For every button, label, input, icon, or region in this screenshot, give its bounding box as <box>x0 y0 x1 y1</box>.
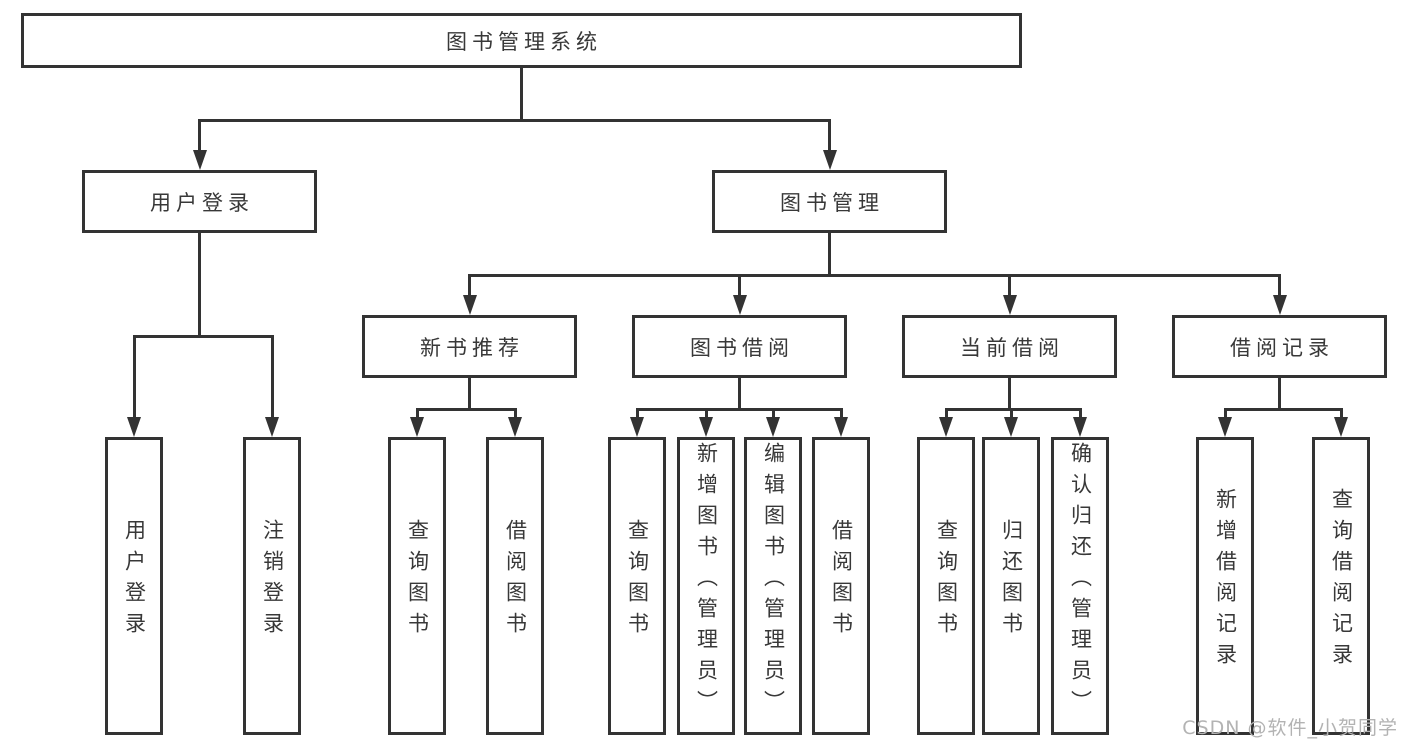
connector-stem-book-borrow <box>738 378 741 411</box>
node-book-mgmt: 图书管理 <box>712 170 947 233</box>
connector-drop-leaf-confirm-return <box>1078 408 1082 421</box>
connector-bus-new-book-rec <box>415 408 517 411</box>
node-label-leaf-add-book: 新增图书（管理员） <box>694 441 719 721</box>
node-label-root: 图书管理系统 <box>446 29 602 54</box>
connector-bus-book-mgmt <box>468 274 1281 277</box>
node-book-borrow: 图书借阅 <box>632 315 847 378</box>
connector-drop-leaf-add-borrow-record <box>1223 408 1227 421</box>
node-leaf-confirm-return: 确认归还（管理员） <box>1051 437 1109 735</box>
arrowhead-down-leaf-user-login <box>127 417 141 437</box>
arrowhead-down-leaf-query-book-3 <box>939 417 953 437</box>
node-borrow-records: 借阅记录 <box>1172 315 1387 378</box>
connector-drop-book-borrow <box>738 274 741 299</box>
node-leaf-borrow-book-1: 借阅图书 <box>486 437 544 735</box>
connector-drop-book-mgmt <box>828 119 831 154</box>
connector-stem-root <box>520 68 523 122</box>
connector-drop-leaf-borrow-book-1 <box>513 408 517 421</box>
connector-stem-new-book-rec <box>468 378 471 411</box>
node-root: 图书管理系统 <box>21 13 1022 68</box>
connector-bus-user-login <box>132 335 274 338</box>
node-label-leaf-query-book-2: 查询图书 <box>625 519 650 643</box>
node-label-user-login: 用户登录 <box>150 190 254 215</box>
connector-bus-root <box>198 119 831 122</box>
node-leaf-logout: 注销登录 <box>243 437 301 735</box>
connector-bus-book-borrow <box>635 408 843 411</box>
node-label-leaf-confirm-return: 确认归还（管理员） <box>1068 441 1093 721</box>
connector-drop-leaf-borrow-book-2 <box>839 408 843 421</box>
node-label-leaf-query-book-3: 查询图书 <box>934 519 959 643</box>
arrowhead-down-new-book-rec <box>462 295 477 315</box>
node-current-borrow: 当前借阅 <box>902 315 1117 378</box>
node-leaf-query-borrow-record: 查询借阅记录 <box>1312 437 1370 735</box>
node-label-leaf-query-borrow-record: 查询借阅记录 <box>1329 488 1354 674</box>
arrowhead-down-leaf-confirm-return <box>1073 417 1087 437</box>
connector-drop-current-borrow <box>1008 274 1011 299</box>
connector-drop-leaf-logout <box>270 335 274 421</box>
arrowhead-down-leaf-query-borrow-record <box>1334 417 1348 437</box>
connector-stem-book-mgmt <box>828 233 831 277</box>
node-label-new-book-rec: 新书推荐 <box>420 335 524 360</box>
arrowhead-down-leaf-add-book <box>699 417 713 437</box>
connector-bus-current-borrow <box>944 408 1082 411</box>
connector-drop-leaf-query-book-1 <box>415 408 419 421</box>
arrowhead-down-leaf-logout <box>265 417 279 437</box>
node-leaf-query-book-2: 查询图书 <box>608 437 666 735</box>
arrowhead-down-borrow-records <box>1272 295 1287 315</box>
node-label-leaf-query-book-1: 查询图书 <box>405 519 430 643</box>
node-label-current-borrow: 当前借阅 <box>960 335 1064 360</box>
node-leaf-return-book: 归还图书 <box>982 437 1040 735</box>
watermark: CSDN @软件_小贺同学 <box>1182 717 1398 739</box>
arrowhead-down-leaf-borrow-book-1 <box>508 417 522 437</box>
node-user-login: 用户登录 <box>82 170 317 233</box>
node-label-leaf-return-book: 归还图书 <box>999 519 1024 643</box>
arrowhead-down-leaf-query-book-1 <box>410 417 424 437</box>
connector-stem-borrow-records <box>1278 378 1281 411</box>
arrowhead-down-current-borrow <box>1002 295 1017 315</box>
node-leaf-borrow-book-2: 借阅图书 <box>812 437 870 735</box>
arrowhead-down-leaf-query-book-2 <box>630 417 644 437</box>
node-label-leaf-borrow-book-2: 借阅图书 <box>829 519 854 643</box>
connector-drop-leaf-user-login <box>132 335 136 421</box>
connector-drop-user-login <box>198 119 201 154</box>
arrowhead-down-user-login <box>192 150 207 170</box>
node-leaf-query-book-1: 查询图书 <box>388 437 446 735</box>
node-label-book-mgmt: 图书管理 <box>780 190 884 215</box>
arrowhead-down-leaf-edit-book <box>766 417 780 437</box>
node-label-leaf-user-login: 用户登录 <box>122 519 147 643</box>
node-leaf-add-book: 新增图书（管理员） <box>677 437 735 735</box>
node-label-book-borrow: 图书借阅 <box>690 335 794 360</box>
connector-drop-new-book-rec <box>468 274 471 299</box>
connector-drop-leaf-query-book-2 <box>635 408 639 421</box>
node-leaf-add-borrow-record: 新增借阅记录 <box>1196 437 1254 735</box>
node-leaf-query-book-3: 查询图书 <box>917 437 975 735</box>
node-label-leaf-borrow-book-1: 借阅图书 <box>503 519 528 643</box>
connector-drop-leaf-add-book <box>704 408 708 421</box>
connector-drop-leaf-edit-book <box>771 408 775 421</box>
connector-drop-leaf-query-borrow-record <box>1339 408 1343 421</box>
connector-stem-current-borrow <box>1008 378 1011 411</box>
arrowhead-down-leaf-borrow-book-2 <box>834 417 848 437</box>
node-new-book-rec: 新书推荐 <box>362 315 577 378</box>
arrowhead-down-leaf-return-book <box>1004 417 1018 437</box>
node-leaf-user-login: 用户登录 <box>105 437 163 735</box>
connector-drop-borrow-records <box>1278 274 1281 299</box>
connector-stem-user-login <box>198 233 201 338</box>
connector-drop-leaf-return-book <box>1009 408 1013 421</box>
node-label-leaf-logout: 注销登录 <box>260 519 285 643</box>
node-leaf-edit-book: 编辑图书（管理员） <box>744 437 802 735</box>
node-label-leaf-add-borrow-record: 新增借阅记录 <box>1213 488 1238 674</box>
node-label-leaf-edit-book: 编辑图书（管理员） <box>761 441 786 721</box>
arrowhead-down-leaf-add-borrow-record <box>1218 417 1232 437</box>
node-label-borrow-records: 借阅记录 <box>1230 335 1334 360</box>
arrowhead-down-book-borrow <box>732 295 747 315</box>
connector-bus-borrow-records <box>1223 408 1343 411</box>
connector-drop-leaf-query-book-3 <box>944 408 948 421</box>
arrowhead-down-book-mgmt <box>822 150 837 170</box>
